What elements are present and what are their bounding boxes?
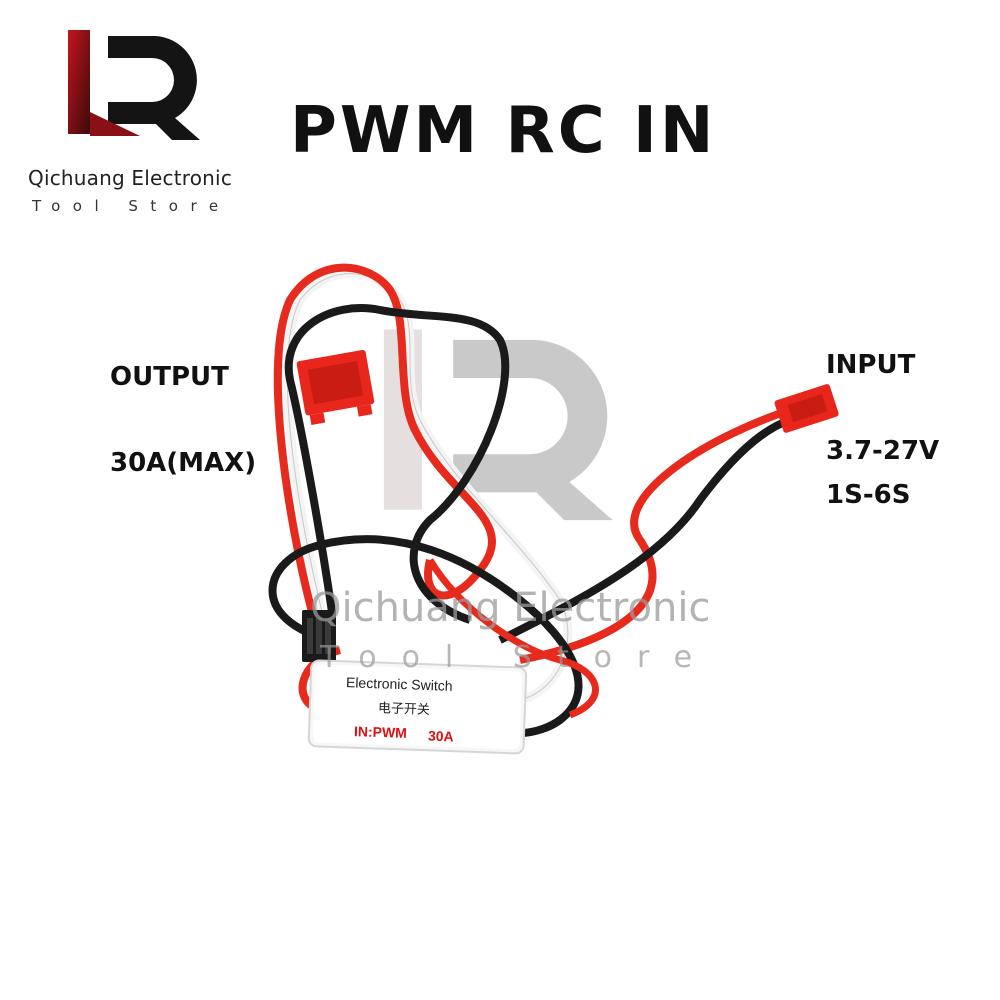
output-rating: 30A(MAX) — [110, 448, 257, 478]
brand-subtitle: Tool Store — [32, 197, 231, 215]
module-chinese-label: 电子开关 — [377, 700, 431, 717]
input-cells: 1S-6S — [826, 480, 911, 510]
output-label: OUTPUT — [110, 362, 229, 392]
input-label: INPUT — [826, 350, 916, 380]
watermark-brand-name: Qichuang Electronic — [310, 585, 711, 631]
input-voltage: 3.7-27V — [826, 436, 940, 466]
watermark-brand-subtitle: Tool Store — [320, 640, 718, 675]
module-mode: IN:PWM — [353, 723, 408, 741]
brand-logo-icon — [68, 30, 200, 140]
module-current: 30A — [427, 727, 454, 745]
brand-name: Qichuang Electronic — [28, 166, 233, 190]
page-title: PWM RC IN — [290, 94, 717, 168]
